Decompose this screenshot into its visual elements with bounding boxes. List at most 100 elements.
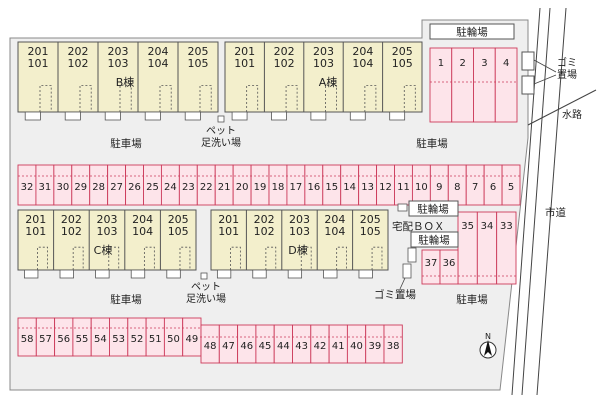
unit-number-upper: 205: [360, 213, 381, 226]
entrance-step: [24, 269, 39, 279]
stall-number-44: 44: [277, 341, 290, 352]
unit-number-lower: 104: [324, 225, 345, 238]
unit-number-lower: 104: [132, 225, 153, 238]
stall-number-49: 49: [185, 334, 198, 345]
unit-number-upper: 202: [274, 45, 295, 58]
unit-number-upper: 202: [254, 213, 275, 226]
pet-wash-low-marker: [200, 272, 208, 280]
bicycle-low-box: [410, 231, 459, 248]
stall-number-56: 56: [57, 334, 70, 345]
stall-number-21: 21: [218, 182, 231, 193]
garbage-low-label: ゴミ置場: [374, 288, 416, 301]
unit-number-lower: 101: [234, 57, 255, 70]
delivery-box-label: 宅配ＢＯＸ: [392, 220, 445, 233]
stall-number-42: 42: [314, 341, 327, 352]
entrance-step: [184, 111, 201, 121]
stall-number-24: 24: [164, 182, 177, 193]
stall-number-16: 16: [307, 182, 320, 193]
entrance-step: [323, 269, 338, 279]
stall-number-19: 19: [254, 182, 267, 193]
stall-number-57: 57: [39, 334, 52, 345]
stall-number-7: 7: [472, 182, 478, 193]
building-body: [17, 41, 219, 113]
waterway-label: 水路: [562, 108, 582, 121]
stall-number-14: 14: [343, 182, 356, 193]
unit-number-upper: 201: [234, 45, 255, 58]
parking-label-bottom-right: 駐車場: [456, 293, 488, 306]
unit-number-lower: 101: [25, 225, 46, 238]
stall-number-58: 58: [21, 334, 34, 345]
unit-number-upper: 204: [324, 213, 345, 226]
unit-number-lower: 101: [218, 225, 239, 238]
bottom-stall-38: [383, 324, 403, 364]
parking-label-top-right: 駐車場: [416, 137, 448, 150]
entrance-step: [144, 111, 161, 121]
entrance-step: [349, 111, 366, 121]
right-stall-33: [496, 211, 517, 285]
stall-number-18: 18: [272, 182, 285, 193]
entrance-step: [310, 111, 327, 121]
bicycle-parking-top-box: [429, 23, 515, 40]
stall-number-53: 53: [112, 334, 125, 345]
entrance-step: [64, 111, 81, 121]
top-stall-4: [494, 47, 518, 123]
city-road-label: 市道: [545, 206, 566, 219]
pet-wash-low-label: ペット足洗い場: [186, 282, 226, 305]
stall-number-5: 5: [508, 182, 514, 193]
bicycle-mid-box: [408, 200, 459, 217]
stall-number-17: 17: [290, 182, 303, 193]
entrance-step: [287, 269, 303, 279]
entrance-step: [389, 111, 406, 121]
garbage-low-bin-2: [402, 263, 412, 279]
stall-number-11: 11: [397, 182, 410, 193]
unit-number-lower: 105: [168, 225, 189, 238]
north-label: N: [485, 332, 491, 341]
stall-number-45: 45: [259, 341, 272, 352]
building-name: B棟: [116, 75, 135, 89]
stall-number-22: 22: [200, 182, 213, 193]
roads: [511, 7, 597, 396]
garbage-bin-2: [521, 75, 535, 95]
entrance-step: [130, 269, 146, 279]
entrance-step: [358, 269, 373, 279]
stall-number-25: 25: [146, 182, 159, 193]
unit-number-upper: 203: [108, 45, 129, 58]
unit-number-upper: 205: [168, 213, 189, 226]
building-body: [210, 209, 389, 271]
stall-number-26: 26: [128, 182, 141, 193]
stall-number-41: 41: [332, 341, 345, 352]
stall-number-47: 47: [222, 341, 235, 352]
garbage-low-bin-1: [407, 247, 417, 263]
entrance-step: [95, 269, 110, 279]
stall-number-4: 4: [503, 58, 509, 69]
unit-number-lower: 105: [360, 225, 381, 238]
bicycle-low-label: 駐輪場: [418, 234, 450, 247]
entrance-step: [271, 111, 287, 121]
parking-label-bottom-left: 駐車場: [110, 293, 142, 306]
entrance-step: [59, 269, 74, 279]
stall-number-43: 43: [295, 341, 308, 352]
stall-number-51: 51: [149, 334, 162, 345]
stall-number-8: 8: [454, 182, 460, 193]
unit-number-lower: 102: [61, 225, 82, 238]
buildings: 201101202102203103204104205105B棟20110120…: [17, 41, 423, 279]
building-name: A棟: [319, 75, 338, 89]
garbage-bin-1: [521, 51, 535, 71]
unit-number-lower: 101: [28, 57, 49, 70]
stall-number-27: 27: [110, 182, 123, 193]
stall-number-54: 54: [94, 334, 107, 345]
stall-number-23: 23: [182, 182, 195, 193]
stall-number-52: 52: [131, 334, 144, 345]
unit-number-upper: 202: [61, 213, 82, 226]
stall-number-30: 30: [56, 182, 69, 193]
stall-number-55: 55: [76, 334, 89, 345]
building-name: D棟: [288, 243, 307, 257]
stall-number-48: 48: [204, 341, 217, 352]
unit-number-lower: 104: [148, 57, 169, 70]
stall-number-40: 40: [350, 341, 363, 352]
